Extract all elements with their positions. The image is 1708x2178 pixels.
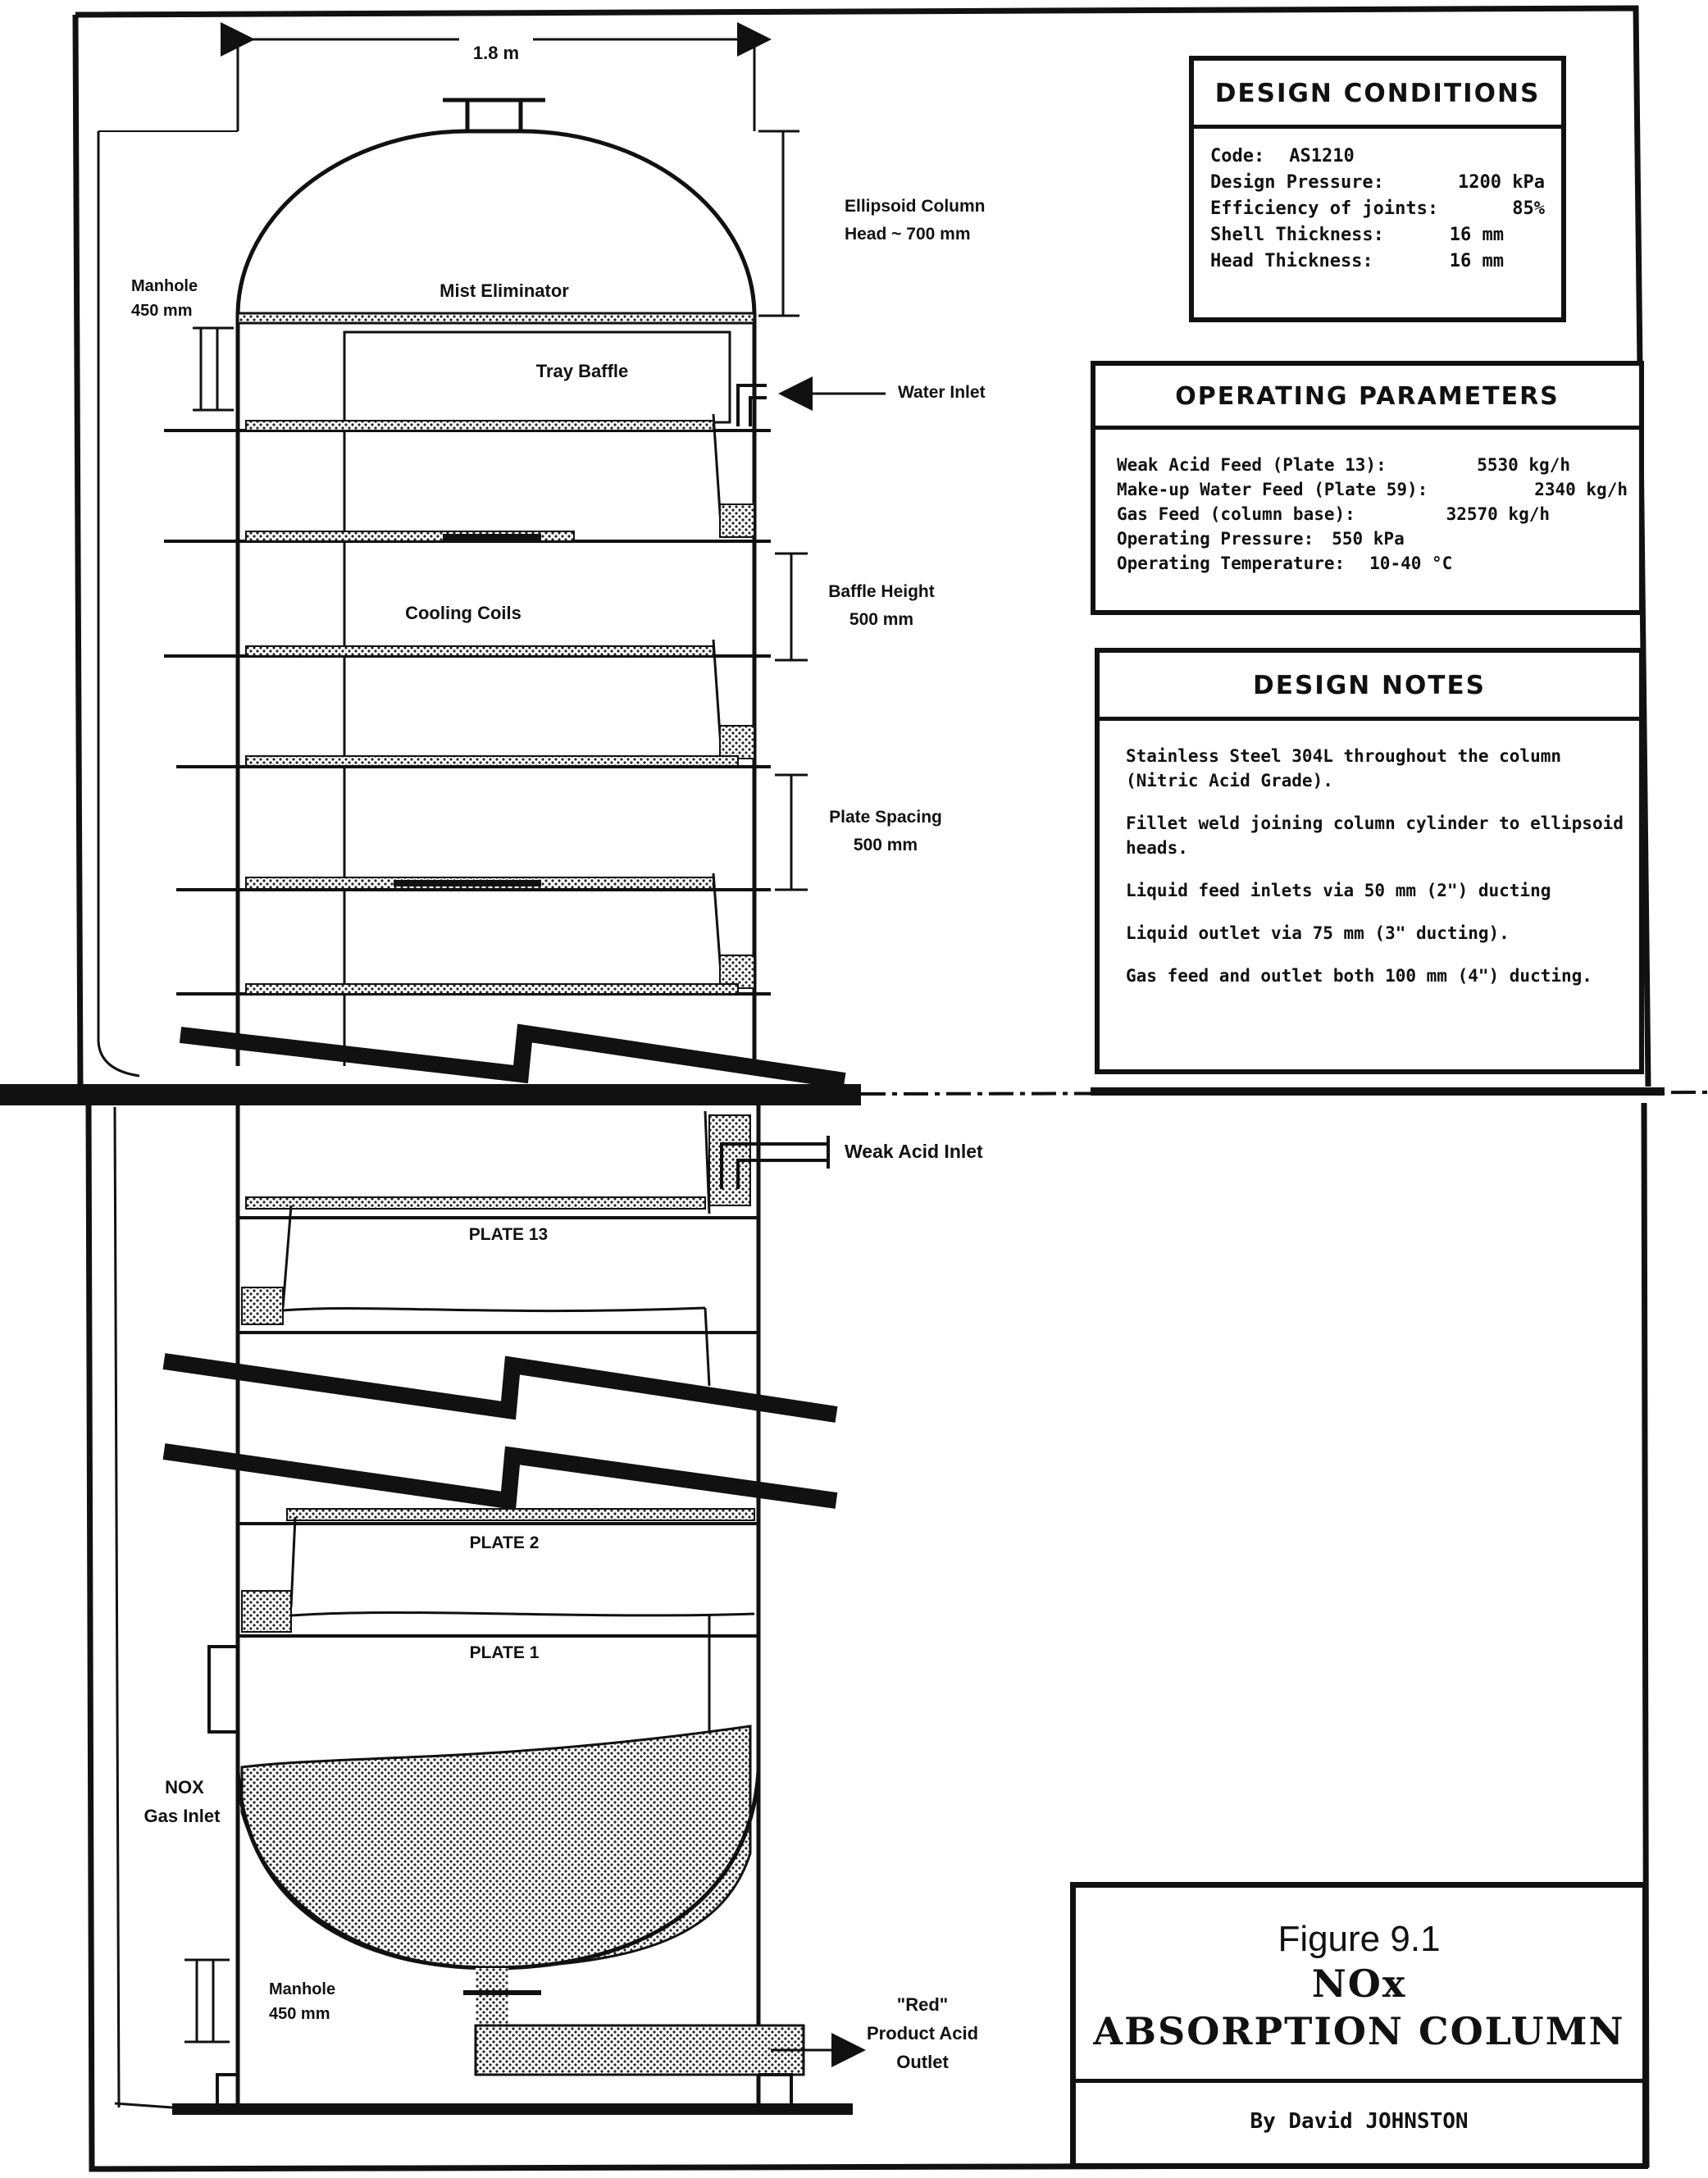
figure-name-line-2: ABSORPTION COLUMN	[1093, 2009, 1625, 2053]
op-label: Operating Temperature:	[1117, 554, 1346, 573]
op-label: Gas Feed (column base):	[1117, 504, 1355, 524]
dc-row-1: Design Pressure: 1200 kPa	[1210, 170, 1545, 196]
shell-bottom	[235, 1105, 761, 2103]
manhole-bottom-label-1: Manhole	[269, 1980, 335, 1998]
op-value: 10-40 °C	[1369, 554, 1453, 573]
mist-eliminator	[236, 312, 756, 325]
baffle-height-label-1: Baffle Height	[828, 582, 935, 601]
plate-2-label: PLATE 2	[470, 1533, 540, 1552]
dc-label: Shell Thickness:	[1210, 225, 1384, 245]
product-outlet-label-2: Product Acid	[867, 2023, 978, 2044]
plate-spacing-label-2: 500 mm	[854, 836, 918, 854]
dc-label: Efficiency of joints:	[1210, 198, 1439, 219]
shell-top	[235, 316, 757, 1066]
op-value: 32570 kg/h	[1446, 504, 1550, 524]
manhole-top-label-1: Manhole	[131, 277, 198, 295]
width-dimension	[221, 22, 772, 131]
ellipsoid-head	[235, 129, 757, 317]
plate-spacing-label-1: Plate Spacing	[829, 808, 942, 827]
product-outlet-label-1: "Red"	[897, 1994, 948, 2015]
operating-parameters-box: OPERATING PARAMETERS Weak Acid Feed (Pla…	[1091, 361, 1644, 615]
skirt-line-top	[97, 131, 140, 1078]
author-line: By David JOHNSTON	[1250, 2109, 1469, 2134]
weak-acid-inlet-pipe	[720, 1136, 830, 1189]
dc-row-2: Efficiency of joints: 85%	[1210, 196, 1545, 222]
design-conditions-box: DESIGN CONDITIONS Code: AS1210 Design Pr…	[1189, 56, 1566, 322]
design-note-0: Stainless Steel 304L throughout the colu…	[1126, 746, 1562, 791]
design-conditions-body: Code: AS1210 Design Pressure: 1200 kPa E…	[1194, 129, 1561, 275]
head-label-1: Ellipsoid Column	[845, 197, 986, 216]
dc-label: Code:	[1210, 146, 1265, 166]
break-zigzag-3	[162, 1443, 838, 1510]
dc-row-0: Code: AS1210	[1210, 144, 1545, 170]
page-break-band	[0, 1084, 1708, 1105]
break-zigzag-2	[162, 1353, 838, 1423]
sheet-frame	[72, 5, 1651, 2172]
liquid-sump	[240, 1725, 752, 1970]
figure-number: Figure 9.1	[1278, 1919, 1441, 1959]
break-zigzag-1	[179, 1023, 846, 1089]
op-row-4: Operating Temperature: 10-40 °C	[1117, 551, 1628, 576]
dc-value: 16 mm	[1449, 225, 1504, 245]
title-block-main: Figure 9.1 NOx ABSORPTION COLUMN	[1076, 1888, 1642, 2083]
nox-inlet-label-1: NOX	[165, 1777, 204, 1798]
title-block: Figure 9.1 NOx ABSORPTION COLUMN By Davi…	[1070, 1882, 1648, 2169]
manhole-top-label-2: 450 mm	[131, 302, 193, 320]
manhole-top	[193, 326, 234, 412]
column-base	[114, 2073, 853, 2115]
skirt-line-bottom	[113, 1106, 121, 2108]
nox-inlet-label-2: Gas Inlet	[144, 1806, 221, 1826]
op-row-2: Gas Feed (column base): 32570 kg/h	[1117, 502, 1628, 526]
dc-value: AS1210	[1289, 146, 1355, 166]
mist-eliminator-label: Mist Eliminator	[440, 280, 569, 301]
product-outlet-pipe	[463, 1968, 805, 2076]
nox-inlet-pipe	[207, 1645, 238, 1734]
head-dimension	[758, 130, 799, 317]
baffle-height-label-2: 500 mm	[849, 610, 913, 629]
manhole-bottom-label-2: 450 mm	[269, 2005, 330, 2023]
manhole-bottom	[184, 1958, 230, 2044]
head-label-2: Head ~ 700 mm	[845, 225, 971, 244]
top-nozzle	[443, 98, 545, 133]
design-conditions-title: DESIGN CONDITIONS	[1194, 61, 1561, 129]
dc-row-3: Shell Thickness: 16 mm	[1210, 222, 1545, 248]
water-inlet-pipe	[736, 384, 767, 426]
dc-value: 1200 kPa	[1458, 172, 1545, 193]
dc-value: 16 mm	[1449, 251, 1504, 271]
water-inlet-label: Water Inlet	[898, 383, 986, 402]
dc-label: Head Thickness:	[1210, 251, 1373, 271]
trays-top	[164, 413, 771, 996]
design-note-3: Liquid outlet via 75 mm (3" ducting).	[1126, 923, 1510, 943]
dc-value: 85%	[1512, 198, 1545, 219]
product-outlet-label-3: Outlet	[896, 2052, 949, 2072]
plate-1-label: PLATE 1	[470, 1643, 540, 1662]
width-label: 1.8 m	[473, 43, 519, 63]
dc-label: Design Pressure:	[1210, 172, 1384, 193]
design-note-4: Gas feed and outlet both 100 mm (4") duc…	[1126, 966, 1592, 986]
op-value: 5530 kg/h	[1477, 455, 1570, 475]
dc-row-4: Head Thickness: 16 mm	[1210, 248, 1545, 275]
design-notes-body: Stainless Steel 304L throughout the colu…	[1100, 721, 1639, 988]
design-notes-box: DESIGN NOTES Stainless Steel 304L throug…	[1095, 648, 1644, 1074]
op-value: 550 kPa	[1332, 529, 1405, 549]
weak-acid-inlet-label: Weak Acid Inlet	[845, 1141, 983, 1162]
figure-name-line-1: NOx	[1311, 1962, 1407, 2006]
plate-13-label: PLATE 13	[469, 1225, 548, 1244]
op-label: Weak Acid Feed (Plate 13):	[1117, 455, 1387, 475]
operating-parameters-title: OPERATING PARAMETERS	[1095, 366, 1639, 430]
operating-parameters-body: Weak Acid Feed (Plate 13): 5530 kg/h Mak…	[1095, 430, 1639, 576]
design-note-2: Liquid feed inlets via 50 mm (2") ductin…	[1126, 881, 1551, 900]
op-label: Operating Pressure:	[1117, 529, 1314, 549]
op-row-0: Weak Acid Feed (Plate 13): 5530 kg/h	[1117, 453, 1628, 477]
op-row-1: Make-up Water Feed (Plate 59): 2340 kg/h	[1117, 477, 1628, 502]
design-notes-title: DESIGN NOTES	[1100, 653, 1639, 721]
op-row-3: Operating Pressure: 550 kPa	[1117, 526, 1628, 551]
design-note-1: Fillet weld joining column cylinder to e…	[1126, 813, 1624, 858]
op-value: 2340 kg/h	[1534, 480, 1628, 499]
cooling-coils-label: Cooling Coils	[405, 603, 522, 623]
side-dimensions	[775, 552, 808, 891]
tray-baffle-label: Tray Baffle	[536, 361, 629, 381]
op-label: Make-up Water Feed (Plate 59):	[1117, 480, 1428, 499]
